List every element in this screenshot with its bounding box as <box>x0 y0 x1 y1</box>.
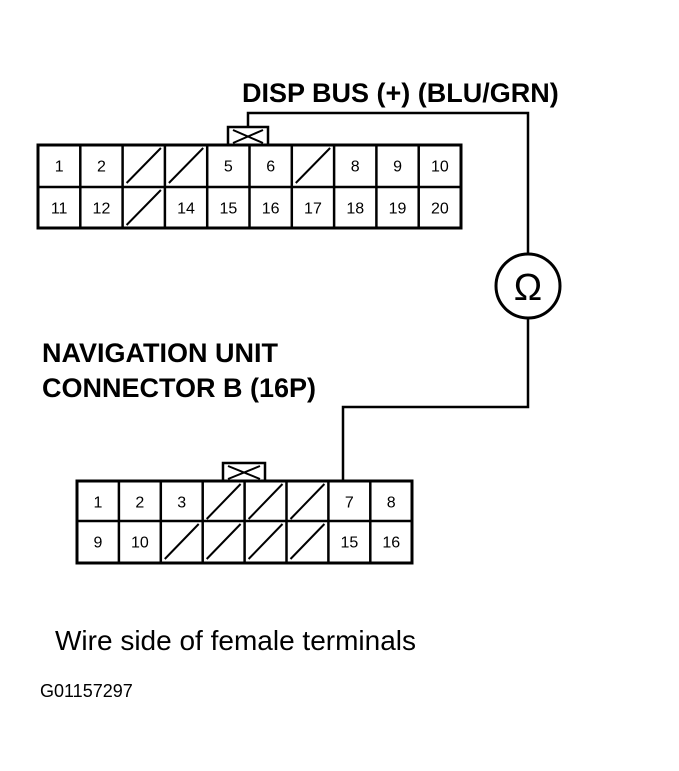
signal-label: DISP BUS (+) (BLU/GRN) <box>242 78 559 108</box>
blocked-terminal <box>247 523 284 560</box>
blocked-terminal <box>205 483 242 520</box>
blocked-terminal <box>289 523 326 560</box>
connector-name-line1: NAVIGATION UNIT <box>42 338 278 368</box>
terminal-number: 11 <box>51 201 68 218</box>
probe-wire <box>246 111 530 481</box>
terminal-number: 2 <box>97 159 106 176</box>
ohm-icon: Ω <box>514 267 542 309</box>
bottom-connector-16p: 1 2 3 7 8 9 10 15 16 <box>75 461 414 565</box>
blocked-terminal <box>205 523 242 560</box>
terminal-number: 2 <box>135 495 144 512</box>
terminal-number: 10 <box>431 159 449 176</box>
terminal-number: 19 <box>389 201 407 218</box>
blocked-terminal <box>168 147 204 184</box>
blocked-terminal <box>247 483 284 520</box>
terminal-number: 18 <box>346 201 364 218</box>
terminal-number: 20 <box>431 201 449 218</box>
terminal-number: 10 <box>131 535 149 552</box>
blocked-terminal <box>289 483 326 520</box>
terminal-number: 12 <box>93 201 111 218</box>
blocked-terminal <box>125 147 162 184</box>
terminal-number: 15 <box>340 535 358 552</box>
terminal-number: 17 <box>304 201 322 218</box>
terminal-number: 6 <box>266 159 275 176</box>
terminal-number: 3 <box>177 495 186 512</box>
terminal-number: 9 <box>93 535 102 552</box>
terminal-number: 1 <box>93 495 102 512</box>
terminal-number: 14 <box>177 201 195 218</box>
terminal-number: 8 <box>387 495 396 512</box>
terminal-number: 8 <box>351 159 360 176</box>
terminal-number: 15 <box>219 201 237 218</box>
blocked-terminal <box>164 523 200 560</box>
connector-name-line2: CONNECTOR B (16P) <box>42 373 316 403</box>
blocked-terminal <box>295 147 331 184</box>
terminal-number: 16 <box>382 535 400 552</box>
terminal-number: 16 <box>262 201 280 218</box>
terminal-number: 1 <box>55 159 64 176</box>
terminal-number: 7 <box>345 495 354 512</box>
blocked-terminal <box>125 189 162 226</box>
caption: Wire side of female terminals <box>55 625 416 656</box>
terminal-number: 9 <box>393 159 402 176</box>
ohmmeter-symbol: Ω <box>494 252 562 320</box>
terminal-number: 5 <box>224 159 233 176</box>
figure-id: G01157297 <box>40 681 133 701</box>
